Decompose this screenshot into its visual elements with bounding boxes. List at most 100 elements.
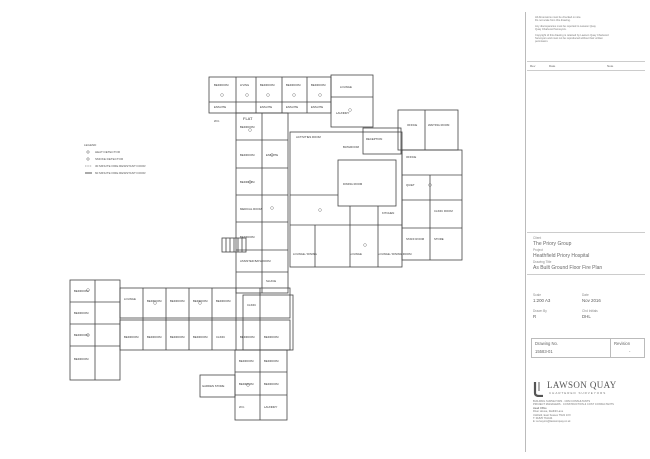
room-label: BEDROOM: [240, 180, 255, 184]
checked-value: DHL: [582, 314, 591, 319]
room-label: BEDROOM: [240, 153, 255, 157]
revision-table-header: Rev Date Note: [527, 61, 645, 71]
room-label: ENSUITE: [260, 105, 272, 109]
note-line: Any discrepancies must be reported to La…: [535, 24, 596, 28]
room-label: ENSUITE: [286, 105, 298, 109]
note-line: Do not scale from this drawing.: [535, 19, 571, 23]
legend-item: SMOKE DETECTOR: [95, 157, 124, 161]
floor-plan: LEGEND HEAT DETECTOR SMOKE DETECTOR 30 M…: [69, 74, 463, 421]
address-line: Uckfield, East Sussex TN22 1XX: [533, 413, 571, 417]
scale-label: Scale: [533, 293, 541, 297]
room-label: BEDROOM: [193, 299, 208, 303]
room-label: BEDROOM: [147, 335, 162, 339]
project-name: Heathfield Priory Hospital: [533, 253, 590, 259]
room-label: ENSUITE: [311, 105, 323, 109]
legend-title: LEGEND: [84, 143, 97, 147]
room-label: BEDROOM: [216, 299, 231, 303]
room-label: CLINIC ROOM: [434, 209, 453, 213]
rev-col: Rev: [530, 64, 536, 68]
east-block-outline: [401, 149, 463, 261]
note-line: Quay Chartered Surveyors.: [535, 28, 567, 32]
room-label: LOUNGE: [340, 85, 352, 89]
client-name: The Priory Group: [533, 241, 572, 247]
room-label: FLAT: [243, 116, 253, 121]
room-label: BATHROOM: [343, 145, 360, 149]
room-label: BEDROOM: [74, 311, 89, 315]
company-logo-icon: [533, 382, 543, 397]
room-label: DINING ROOM: [343, 182, 363, 186]
room-label: ENSUITE: [266, 153, 278, 157]
room-label: BEDROOM: [264, 335, 279, 339]
company-subtitle: CHARTERED SURVEYORS: [549, 391, 607, 395]
address-line: T: 01825 761444: [533, 417, 553, 421]
room-label: BEDROOM: [214, 83, 229, 87]
services-line: PROJECT MANAGERS · CONSTRUCTION & COST C…: [533, 403, 614, 407]
drawing-notes: All dimensions must be checked on site. …: [535, 16, 640, 44]
room-label: BEDROOM: [74, 357, 89, 361]
room-label: BEDROOM: [286, 83, 301, 87]
date-col: Date: [549, 64, 556, 68]
room-label: OFFICE: [406, 155, 416, 159]
company-address: BUILDING SURVEYORS · CDM CONSULTANTS PRO…: [533, 400, 643, 424]
legend-item: HEAT DETECTOR: [95, 150, 121, 154]
services-line: BUILDING SURVEYORS · CDM CONSULTANTS: [533, 400, 591, 403]
room-label: SLUICE: [266, 279, 276, 283]
divider: [527, 232, 645, 233]
room-label: BEDROOM: [264, 359, 279, 363]
office-label: Head Office: [533, 406, 547, 410]
room-label: BEDROOM: [193, 335, 208, 339]
drawing-no-value: 15583-01: [535, 349, 553, 354]
room-label: QUIET: [406, 183, 415, 187]
room-label: BEDROOM: [260, 83, 275, 87]
drawing-title-label: Drawing Title: [533, 260, 552, 264]
room-label: W.C.: [239, 405, 245, 409]
room-label: BEDROOM: [311, 83, 326, 87]
heat-detector-icon: [86, 150, 90, 154]
room-label: CLINIC: [247, 303, 256, 307]
address-line: River House, Redhill Lane: [533, 410, 564, 414]
drawing-number-box: Drawing No. 15583-01 Revision -: [531, 338, 645, 358]
note-line: permission.: [535, 40, 549, 44]
room-label: BEDROOM: [240, 335, 255, 339]
room-label: BEDROOM: [147, 299, 162, 303]
room-label: ACTIVITIES ROOM: [296, 135, 321, 139]
room-label: BEDROOM: [240, 235, 255, 239]
room-label: GARDEN STORE: [202, 384, 224, 388]
room-label: BEDROOM: [74, 289, 89, 293]
room-label: OFFICE: [407, 123, 417, 127]
room-label: ENSUITE: [214, 105, 226, 109]
project-label: Project: [533, 248, 543, 252]
date-value: Nov 2016: [582, 298, 601, 303]
drawing-no-label: Drawing No.: [535, 341, 559, 346]
room-label: MEDICAL ROOM: [240, 207, 262, 211]
note-line: All dimensions must be checked on site.: [535, 16, 582, 19]
note-line: Copyright of this drawing is retained by…: [535, 33, 609, 37]
room-label: LOUNGE / DINING ROOM: [378, 252, 412, 256]
address-line: E: surveyors@lawsonquay.co.uk: [533, 420, 571, 424]
checked-label: Chd Initials: [582, 309, 598, 313]
legend-item: 60 MINUTE FIRE RESISTANT DOOR: [95, 171, 146, 175]
revision-value: -: [629, 349, 631, 354]
room-label: BEDROOM: [170, 299, 185, 303]
client-label: Client: [533, 236, 542, 240]
room-label: LOUNGE: [124, 297, 136, 301]
central-core-outline: [289, 131, 403, 268]
date-label: Date: [582, 293, 589, 297]
room-label: WAITING ROOM: [428, 123, 450, 127]
room-label: BEDROOM: [74, 333, 89, 337]
drawn-by-label: Drawn By: [533, 309, 547, 313]
room-label: BEDROOM: [240, 125, 255, 129]
room-label: ASSISTED BATHROOM: [240, 259, 271, 263]
room-label: BEDROOM: [239, 382, 254, 386]
note-line: Surveyors and must not be reproduced wit…: [535, 37, 603, 41]
drawn-by-value: R: [533, 314, 537, 319]
room-label: RECEPTION: [366, 137, 382, 141]
room-label: STAFF ROOM: [406, 237, 425, 241]
title-block: [525, 12, 648, 452]
room-label: LOUNGE: [350, 252, 362, 256]
room-label: LOUNGE / DINING: [293, 252, 317, 256]
smoke-detector-icon: [86, 157, 90, 161]
room-label: BEDROOM: [170, 335, 185, 339]
note-col: Note: [607, 64, 614, 68]
